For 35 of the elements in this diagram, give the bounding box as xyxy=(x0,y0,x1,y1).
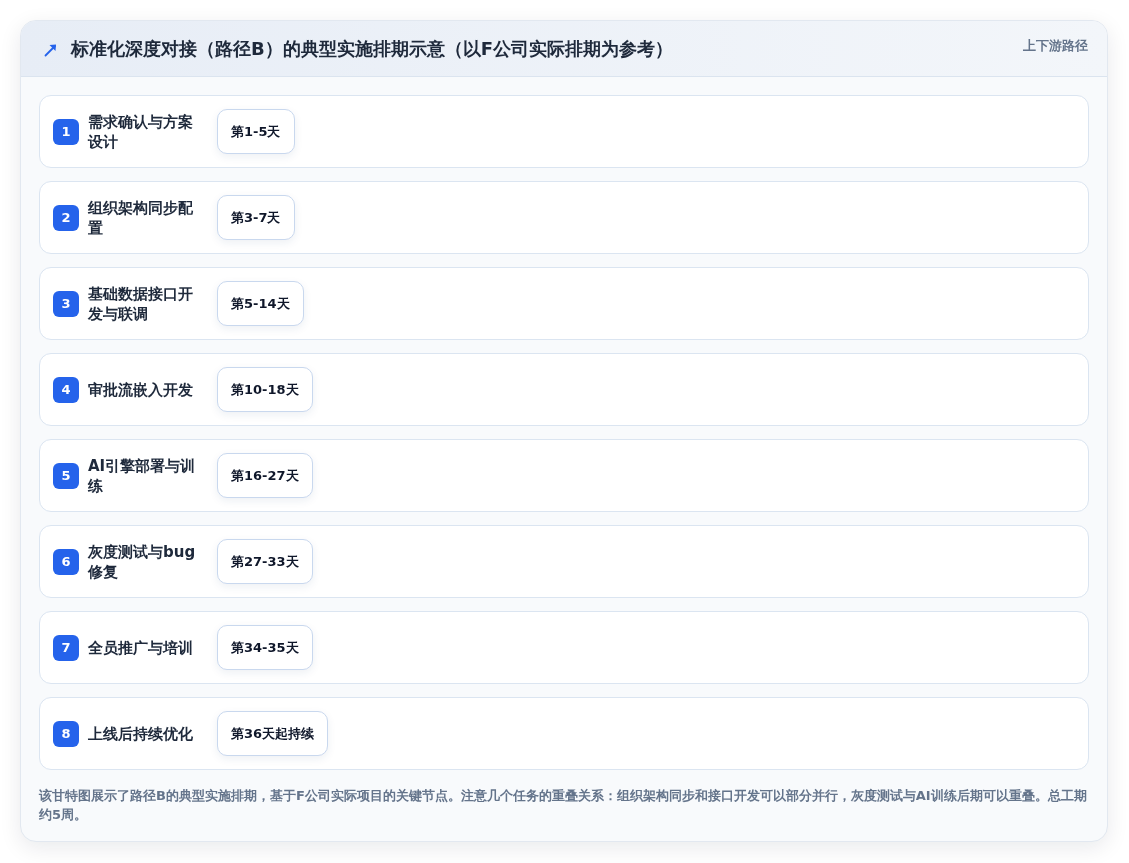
task-name: 需求确认与方案设计 xyxy=(88,111,194,152)
duration-chip: 第36天起持续 xyxy=(217,711,329,756)
task-row xyxy=(39,611,1089,684)
task-name: 基础数据接口开发与联调 xyxy=(88,283,194,324)
duration-chip: 第3-7天 xyxy=(217,195,295,240)
step-number: 7 xyxy=(53,634,79,661)
step-number: 5 xyxy=(53,462,79,489)
task-row xyxy=(39,181,1089,254)
step-number: 8 xyxy=(53,720,79,747)
step-number: 1 xyxy=(53,118,79,145)
task-name: 全员推广与培训 xyxy=(88,637,194,658)
task-name: 灰度测试与bug修复 xyxy=(88,541,197,582)
task-row xyxy=(39,439,1089,512)
duration-chip: 第5-14天 xyxy=(217,281,304,326)
task-name: AI引擎部署与训练 xyxy=(88,455,197,496)
header-note: 上下游路径 xyxy=(1023,37,1088,55)
step-number: 2 xyxy=(53,204,79,231)
task-row xyxy=(39,353,1089,426)
duration-chip: 第10-18天 xyxy=(217,367,313,412)
task-row xyxy=(39,95,1089,168)
task-row xyxy=(39,697,1089,770)
diagram-title: 标准化深度对接（路径B）的典型实施排期示意（以F公司实际排期为参考） xyxy=(71,37,673,61)
caption-text: 该甘特图展示了路径B的典型实施排期，基于F公司实际项目的关键节点。注意几个任务的重叠关系：组织架构同步和接口开发可以部分并行，灰度测试与AI训练后期可以重叠。总工期约5周。 xyxy=(39,787,1088,824)
step-number: 4 xyxy=(53,376,79,403)
duration-chip: 第16-27天 xyxy=(217,453,313,498)
task-name: 组织架构同步配置 xyxy=(88,197,194,238)
duration-chip: 第1-5天 xyxy=(217,109,295,154)
task-row xyxy=(39,267,1089,340)
step-number: 3 xyxy=(53,290,79,317)
task-row xyxy=(39,525,1089,598)
duration-chip: 第34-35天 xyxy=(217,625,313,670)
duration-chip: 第27-33天 xyxy=(217,539,313,584)
task-name: 审批流嵌入开发 xyxy=(88,379,194,400)
task-name: 上线后持续优化 xyxy=(88,723,194,744)
step-number: 6 xyxy=(53,548,79,575)
